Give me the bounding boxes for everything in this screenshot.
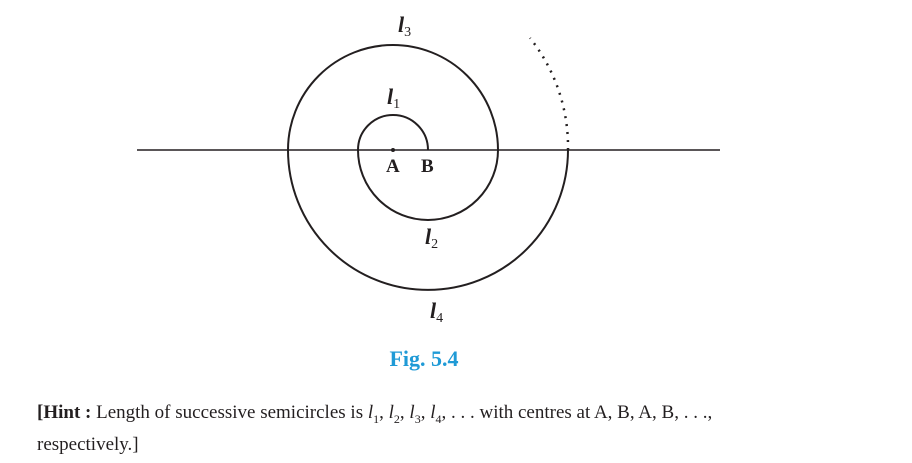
label-l1: l1 (387, 84, 400, 112)
figure-caption: Fig. 5.4 (389, 346, 459, 371)
dotted-continuation (529, 37, 570, 151)
label-l2: l2 (425, 224, 438, 252)
semicircle-l2 (357, 149, 499, 221)
semicircle-l4 (287, 149, 569, 291)
hint-text: [Hint : Length of successive semicircles… (37, 402, 713, 455)
hint-label: [Hint : (37, 402, 92, 423)
point-b-label: B (421, 156, 434, 177)
semicircle-l3 (287, 44, 499, 151)
point-a-label: A (386, 156, 400, 177)
label-l4: l4 (430, 298, 443, 326)
label-l3: l3 (398, 12, 411, 40)
point-a-dot (391, 148, 395, 152)
semicircle-l1 (357, 114, 429, 151)
